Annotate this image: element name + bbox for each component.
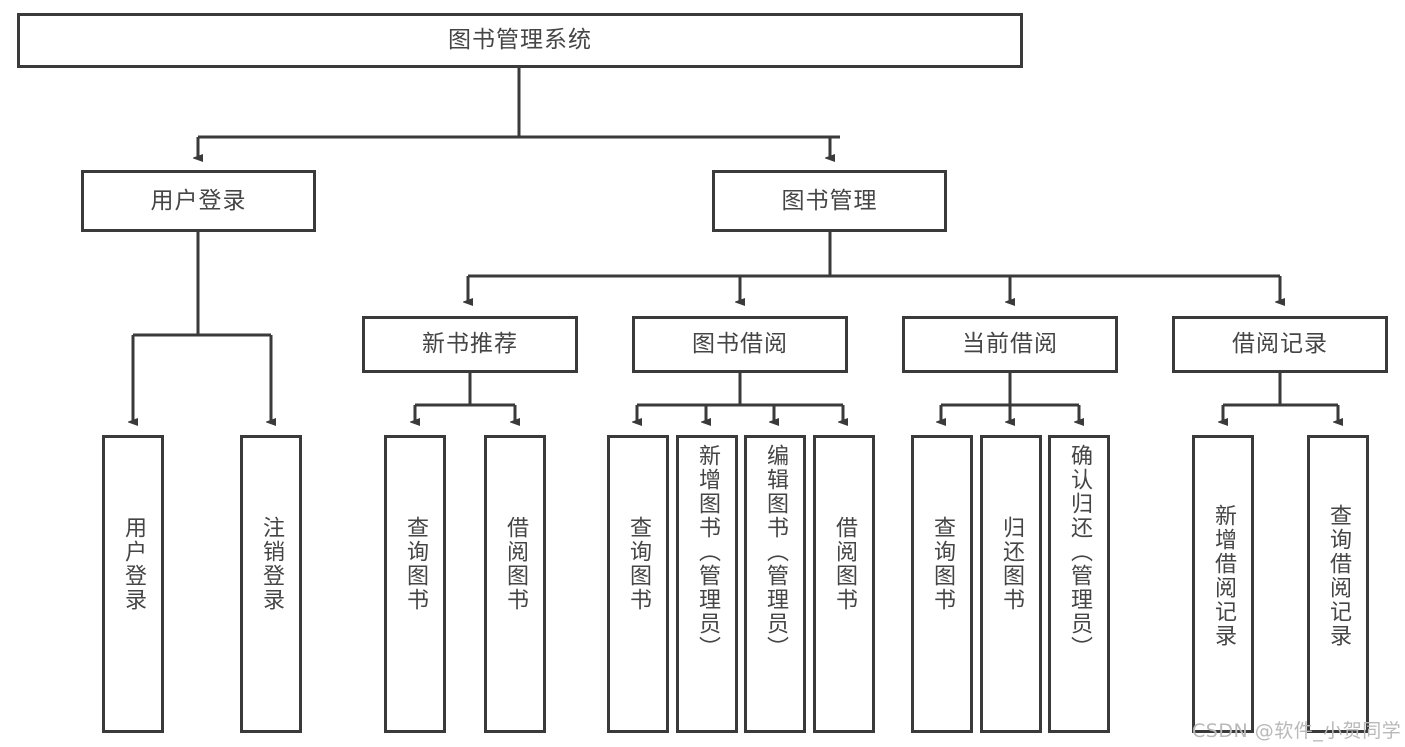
node-book-management[interactable]: 图书管理 [712,170,947,232]
node-label: 用户登录 [150,187,247,214]
leaf-edit-book-admin[interactable]: 编辑图书（管理员） [744,435,806,733]
leaf-query-book-recommend[interactable]: 查询图书 [384,435,446,733]
node-label: 图书管理系统 [448,27,592,54]
leaf-return-book[interactable]: 归还图书 [980,435,1042,733]
leaf-borrow-book[interactable]: 借阅图书 [813,435,875,733]
node-label: 注销登录 [258,516,284,612]
node-label: 用户登录 [120,516,146,612]
node-label: 查询图书 [929,516,955,612]
node-label: 借阅记录 [1232,331,1328,358]
node-label: 当前借阅 [962,331,1058,358]
node-label: 查询图书 [625,516,651,612]
node-label: 查询借阅记录 [1325,504,1351,648]
node-label: 图书管理 [781,187,878,214]
node-label: 借阅图书 [502,516,528,612]
node-borrow-record[interactable]: 借阅记录 [1172,316,1388,373]
node-label: 新书推荐 [422,331,518,358]
node-label: 编辑图书（管理员） [762,444,788,660]
node-label: 归还图书 [998,516,1024,612]
node-label: 新增图书（管理员） [694,444,720,660]
node-label: 确认归还（管理员） [1066,444,1092,660]
leaf-add-borrow-record[interactable]: 新增借阅记录 [1192,435,1254,733]
node-root-system[interactable]: 图书管理系统 [17,13,1023,68]
leaf-query-book-current[interactable]: 查询图书 [911,435,973,733]
node-book-borrow[interactable]: 图书借阅 [632,316,848,373]
csdn-watermark: CSDN @软件_小贺同学 [1192,720,1402,742]
leaf-logout[interactable]: 注销登录 [240,435,302,733]
leaf-add-book-admin[interactable]: 新增图书（管理员） [676,435,738,733]
node-label: 借阅图书 [831,516,857,612]
node-label: 新增借阅记录 [1210,504,1236,648]
leaf-user-login[interactable]: 用户登录 [102,435,164,733]
leaf-borrow-book-recommend[interactable]: 借阅图书 [484,435,546,733]
node-current-borrow[interactable]: 当前借阅 [902,316,1118,373]
node-user-login[interactable]: 用户登录 [81,170,316,232]
leaf-query-borrow-record[interactable]: 查询借阅记录 [1307,435,1369,733]
leaf-confirm-return-admin[interactable]: 确认归还（管理员） [1048,435,1110,733]
node-label: 图书借阅 [692,331,788,358]
leaf-query-book-borrow[interactable]: 查询图书 [607,435,669,733]
node-new-book-recommend[interactable]: 新书推荐 [362,316,578,373]
node-label: 查询图书 [402,516,428,612]
